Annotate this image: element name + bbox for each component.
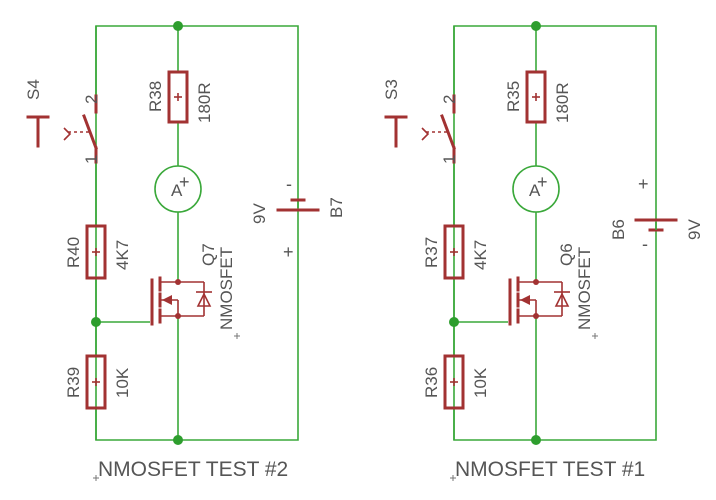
switch-pin-1: 1 bbox=[82, 155, 101, 164]
ammeter-label: A bbox=[171, 181, 183, 200]
battery-minus: - bbox=[642, 234, 648, 254]
mosfet-type: NMOSFET bbox=[217, 247, 236, 330]
ammeter-label: A bbox=[529, 181, 541, 200]
resistor-name: R35 bbox=[504, 81, 523, 112]
circuit-nmosfet-test-2: S4 2 1 R38 180R A + R40 4K7 bbox=[24, 21, 346, 481]
resistor-r39: R39 10K bbox=[64, 354, 132, 410]
battery-name: B7 bbox=[327, 197, 346, 218]
junction-bottom bbox=[531, 435, 541, 445]
mosfet-q6: Q6 NMOSFET bbox=[508, 243, 598, 339]
switch-s3: S3 2 1 bbox=[382, 79, 459, 164]
resistor-value: 4K7 bbox=[113, 240, 132, 270]
wires bbox=[95, 25, 299, 441]
mosfet-q7: Q7 NMOSFET bbox=[150, 243, 240, 339]
battery-plus: + bbox=[638, 174, 649, 194]
junction-top bbox=[531, 21, 541, 31]
battery-name: B6 bbox=[609, 219, 628, 240]
battery-b7: - + 9V B7 bbox=[250, 174, 346, 262]
junction-top bbox=[173, 21, 183, 31]
resistor-value: 180R bbox=[553, 82, 572, 123]
switch-name: S4 bbox=[24, 79, 43, 100]
mosfet-type: NMOSFET bbox=[575, 247, 594, 330]
battery-value: 9V bbox=[685, 219, 704, 240]
mosfet-name: Q6 bbox=[557, 243, 576, 266]
ammeter-left: A + bbox=[154, 165, 202, 213]
switch-pin-2: 2 bbox=[82, 95, 101, 104]
resistor-name: R36 bbox=[422, 367, 441, 398]
resistor-name: R39 bbox=[64, 367, 83, 398]
resistor-r38: R38 180R bbox=[146, 70, 214, 124]
junction-gate bbox=[91, 317, 101, 327]
svg-text:+: + bbox=[179, 172, 190, 192]
junction-bottom bbox=[173, 435, 183, 445]
battery-minus: - bbox=[286, 174, 292, 194]
switch-pin-1: 1 bbox=[440, 155, 459, 164]
junction-gate bbox=[449, 317, 459, 327]
wires bbox=[453, 25, 657, 441]
resistor-name: R40 bbox=[64, 237, 83, 268]
resistor-r40: R40 4K7 bbox=[64, 224, 132, 280]
resistor-r36: R36 10K bbox=[422, 354, 490, 410]
circuit-nmosfet-test-1: S3 2 1 R35 180R A + R37 4K7 bbox=[382, 21, 704, 481]
resistor-r35: R35 180R bbox=[504, 70, 572, 124]
resistor-r37: R37 4K7 bbox=[422, 224, 490, 280]
battery-plus: + bbox=[283, 242, 294, 262]
resistor-value: 10K bbox=[471, 367, 490, 398]
circuit-title: NMOSFET TEST #2 bbox=[98, 458, 288, 481]
circuit-title: NMOSFET TEST #1 bbox=[455, 458, 645, 481]
resistor-name: R37 bbox=[422, 237, 441, 268]
mosfet-name: Q7 bbox=[199, 243, 218, 266]
switch-name: S3 bbox=[382, 79, 401, 100]
resistor-value: 180R bbox=[195, 82, 214, 123]
resistor-value: 4K7 bbox=[471, 240, 490, 270]
switch-s4: S4 2 1 bbox=[24, 79, 101, 164]
switch-pin-2: 2 bbox=[440, 95, 459, 104]
battery-b6: + - B6 9V bbox=[609, 174, 704, 254]
battery-value: 9V bbox=[250, 203, 269, 224]
ammeter-right: A + bbox=[512, 165, 560, 213]
resistor-value: 10K bbox=[113, 367, 132, 398]
svg-text:+: + bbox=[537, 172, 548, 192]
resistor-name: R38 bbox=[146, 81, 165, 112]
